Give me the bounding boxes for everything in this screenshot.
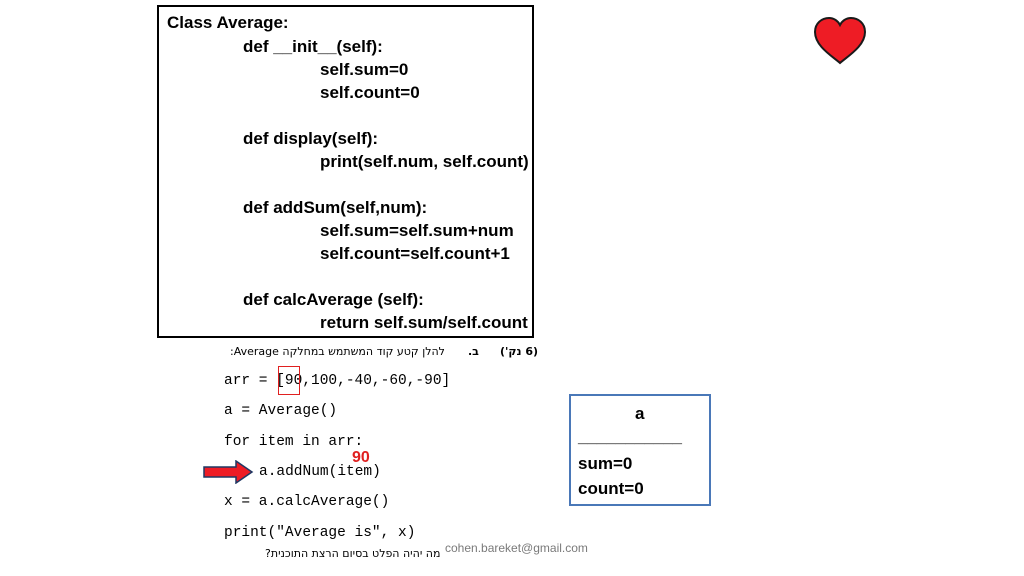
addsum-count-line: self.count=self.count+1 bbox=[320, 244, 510, 263]
code-line-for: for item in arr: bbox=[224, 434, 364, 450]
current-item-highlight bbox=[278, 366, 300, 395]
current-item-value: 90 bbox=[352, 449, 370, 466]
class-header: Class Average: bbox=[167, 13, 289, 32]
code-line-addnum: a.addNum(item) bbox=[259, 464, 381, 480]
object-sum: sum=0 bbox=[578, 454, 633, 473]
object-count: count=0 bbox=[578, 479, 644, 498]
display-print-line: print(self.num, self.count) bbox=[320, 152, 529, 171]
question-footer: מה יהיה הפלט בסיום הרצת התוכנית? bbox=[265, 547, 441, 560]
display-def-line: def display(self): bbox=[243, 129, 379, 148]
heart-icon bbox=[813, 16, 867, 65]
author-email: cohen.bareket@gmail.com bbox=[445, 541, 588, 555]
calcaverage-return-line: return self.sum/self.count bbox=[320, 313, 528, 332]
addsum-sum-line: self.sum=self.sum+num bbox=[320, 221, 514, 240]
question-text: להלן קטע קוד המשתמש במחלקה Average: bbox=[230, 345, 445, 358]
object-separator: ___________ bbox=[578, 427, 683, 446]
question-letter: ב. bbox=[468, 345, 479, 358]
code-line-print: print("Average is", x) bbox=[224, 525, 416, 541]
arrow-right-icon bbox=[203, 460, 254, 484]
calcaverage-def-line: def calcAverage (self): bbox=[243, 290, 424, 309]
code-line-arr: arr = [90,100,-40,-60,-90] bbox=[224, 373, 451, 389]
init-count-line: self.count=0 bbox=[320, 83, 420, 102]
code-line-create: a = Average() bbox=[224, 403, 338, 419]
code-line-calc: x = a.calcAverage() bbox=[224, 494, 390, 510]
question-points: (6 נק') bbox=[500, 345, 538, 358]
object-state-box: a ___________ sum=0 count=0 bbox=[569, 394, 711, 506]
init-sum-line: self.sum=0 bbox=[320, 60, 409, 79]
init-def-line: def __init__(self): bbox=[243, 37, 383, 56]
addsum-def-line: def addSum(self,num): bbox=[243, 198, 428, 217]
object-name: a bbox=[635, 404, 645, 423]
class-definition-box: Class Average: def __init__(self): self.… bbox=[157, 5, 534, 338]
